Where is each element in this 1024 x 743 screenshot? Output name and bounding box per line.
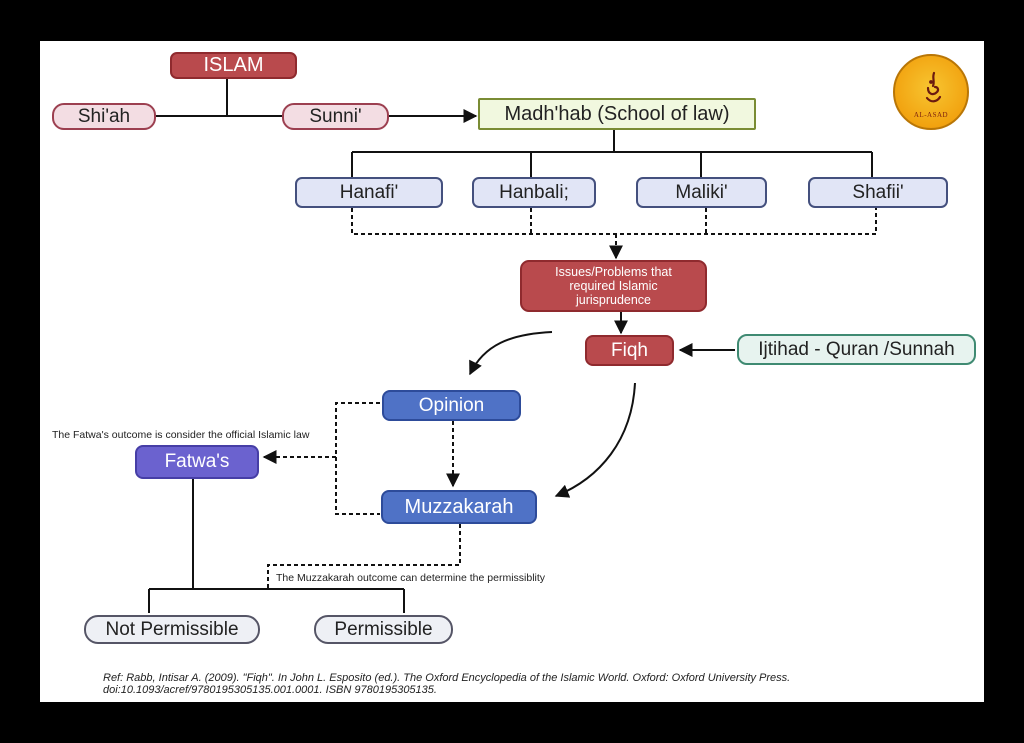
calligraphy-logo-icon bbox=[925, 71, 942, 103]
node-fatwas: Fatwa's bbox=[135, 445, 259, 479]
node-maliki: Maliki' bbox=[636, 177, 767, 208]
fatwa-note: The Fatwa's outcome is consider the offi… bbox=[52, 429, 310, 441]
node-madhhab: Madh'hab (School of law) bbox=[478, 98, 756, 130]
node-issues: Issues/Problems that required Islamic ju… bbox=[520, 260, 707, 312]
logo-badge: AL-ASAD bbox=[893, 54, 969, 130]
node-sunni: Sunni' bbox=[282, 103, 389, 130]
logo-text: AL-ASAD bbox=[913, 111, 949, 119]
node-islam: ISLAM bbox=[170, 52, 297, 79]
node-shiah: Shi'ah bbox=[52, 103, 156, 130]
node-ijtihad: Ijtihad - Quran /Sunnah bbox=[737, 334, 976, 365]
node-opinion: Opinion bbox=[382, 390, 521, 421]
node-permissible: Permissible bbox=[314, 615, 453, 644]
node-hanafi: Hanafi' bbox=[295, 177, 443, 208]
node-fiqh: Fiqh bbox=[585, 335, 674, 366]
node-muzzakarah: Muzzakarah bbox=[381, 490, 537, 524]
node-not-permissible: Not Permissible bbox=[84, 615, 260, 644]
node-hanbali: Hanbali; bbox=[472, 177, 596, 208]
diagram-canvas bbox=[40, 41, 984, 702]
muzzakarah-note: The Muzzakarah outcome can determine the… bbox=[276, 572, 546, 584]
reference-citation: Ref: Rabb, Intisar A. (2009). "Fiqh". In… bbox=[103, 672, 791, 696]
node-shafii: Shafii' bbox=[808, 177, 948, 208]
